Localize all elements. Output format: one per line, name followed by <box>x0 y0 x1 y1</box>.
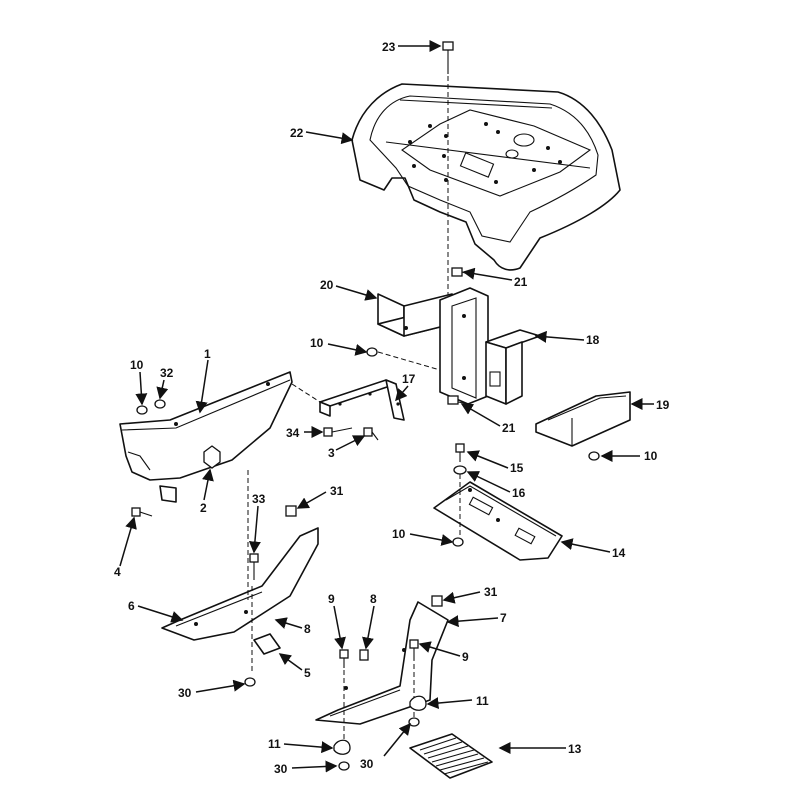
callout-label: 1 <box>204 347 211 361</box>
bolt-part-upper <box>451 267 475 277</box>
callout-label: 23 <box>382 40 396 54</box>
callout-label: 2 <box>200 501 207 515</box>
bolt-part-33 <box>249 553 259 580</box>
callout-label: 6 <box>128 599 135 613</box>
callout-leaders <box>119 40 654 773</box>
bolt-part-9-left <box>339 649 349 668</box>
callout-label: 4 <box>114 565 121 579</box>
callout-label: 30 <box>178 686 192 700</box>
bolt-part-3 <box>363 427 379 441</box>
callout-label: 30 <box>274 762 288 776</box>
fender-part <box>351 83 621 271</box>
callout-label: 21 <box>514 275 528 289</box>
shield-plate-part <box>535 391 631 447</box>
spacer-part <box>359 649 369 661</box>
callout-label: 7 <box>500 611 507 625</box>
floor-mat-part <box>409 733 493 779</box>
support-bracket-part <box>439 287 489 405</box>
callout-label: 15 <box>510 461 524 475</box>
callout-label: 13 <box>568 742 582 756</box>
cap-part <box>285 505 297 517</box>
right-footrest-part <box>315 601 449 725</box>
callout-label: 10 <box>310 336 324 350</box>
clip-part-right <box>409 695 427 711</box>
callout-label: 18 <box>586 333 600 347</box>
callout-label: 10 <box>392 527 406 541</box>
bolt-part <box>442 41 454 74</box>
nut-part-base <box>452 537 464 547</box>
base-plate-part <box>433 481 563 561</box>
callout-label: 11 <box>476 694 489 708</box>
callout-label: 10 <box>644 449 658 463</box>
nut-part-right <box>588 451 600 461</box>
callout-label: 17 <box>402 372 416 386</box>
callout-label: 3 <box>328 446 335 460</box>
callout-label: 16 <box>512 486 526 500</box>
callout-label: 11 <box>268 737 281 751</box>
clip-part-left <box>333 739 351 755</box>
callout-label: 31 <box>484 585 498 599</box>
washer-part <box>136 399 166 415</box>
callout-label: 31 <box>330 484 344 498</box>
callout-label: 19 <box>656 398 670 412</box>
bolt-part-15 <box>455 443 465 462</box>
callout-label: 9 <box>328 592 335 606</box>
callout-label: 34 <box>286 426 300 440</box>
bolt-part-9-right <box>409 639 419 660</box>
callout-label: 30 <box>360 757 374 771</box>
left-footrest-part <box>161 527 319 655</box>
callout-label: 22 <box>290 126 304 140</box>
callout-label: 5 <box>304 666 311 680</box>
nut-part-30 <box>244 677 256 687</box>
callout-label: 8 <box>370 592 377 606</box>
side-panel-part <box>119 371 293 503</box>
callout-labels: 23 22 21 20 18 10 1 10 32 17 19 21 34 3 … <box>114 40 670 776</box>
nut-part <box>366 347 378 357</box>
cap-part-right <box>431 595 443 607</box>
plug-part <box>203 445 221 469</box>
callout-label: 8 <box>304 622 311 636</box>
callout-label: 9 <box>462 650 469 664</box>
callout-label: 14 <box>612 546 626 560</box>
screw-part <box>131 507 153 517</box>
callout-label: 21 <box>502 421 516 435</box>
bolt-part-34 <box>323 427 353 437</box>
mount-bracket-part <box>485 329 541 405</box>
nut-part-30-right <box>408 717 420 727</box>
angle-bracket-part <box>319 379 405 421</box>
callout-label: 20 <box>320 278 334 292</box>
callout-label: 32 <box>160 366 174 380</box>
nut-part-30-bottom <box>338 761 350 771</box>
callout-label: 33 <box>252 492 266 506</box>
washer-part-16 <box>453 465 467 475</box>
callout-label: 10 <box>130 358 144 372</box>
